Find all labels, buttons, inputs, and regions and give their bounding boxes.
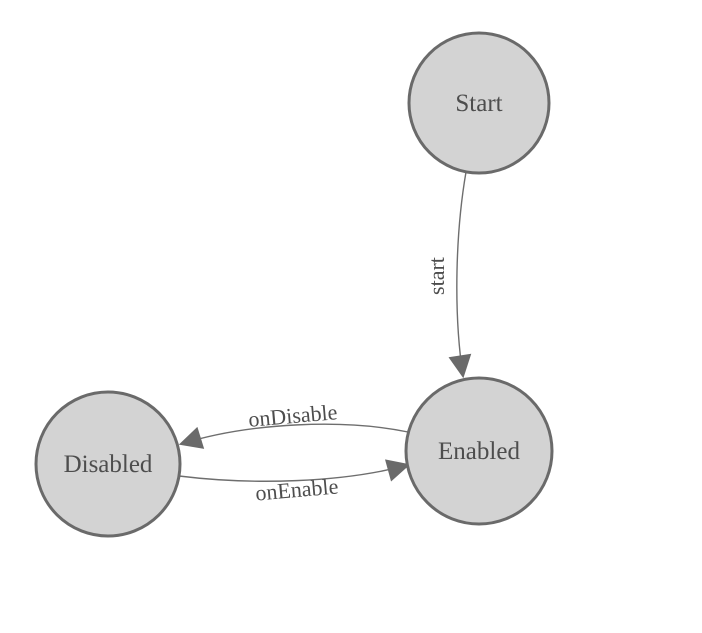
state-start-circle[interactable] [407,31,551,175]
transition-enabled-to-disabled: onDisable [178,399,409,449]
state-enabled-label: Enabled [438,438,520,465]
transition-enabled-to-disabled-label: onDisable [247,399,338,432]
transition-disabled-to-enabled: onEnable [178,459,411,506]
state-disabled-circle[interactable] [34,390,182,538]
transition-start-to-enabled-path[interactable] [448,171,472,379]
transition-disabled-to-enabled-path[interactable] [178,459,411,482]
transition-enabled-to-disabled-path[interactable] [178,423,409,449]
state-node-start: Start [407,31,551,175]
transition-start-to-enabled: start [424,171,472,379]
transition-disabled-to-enabled-label: onEnable [254,473,339,505]
transition-start-to-enabled-label: start [424,257,449,295]
state-disabled-label: Disabled [64,451,153,478]
state-start-label: Start [455,90,502,117]
state-node-enabled: Enabled [404,376,554,526]
state-enabled-circle[interactable] [404,376,554,526]
state-node-disabled: Disabled [34,390,182,538]
